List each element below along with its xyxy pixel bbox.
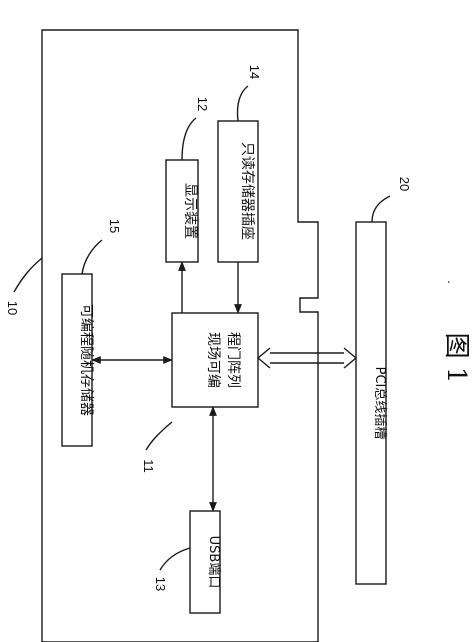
pci-label: PCI总线插槽 bbox=[372, 367, 387, 440]
ref-fpga: 11 bbox=[141, 459, 156, 473]
usb-label: USB端口 bbox=[206, 536, 221, 589]
leader-usb bbox=[159, 547, 191, 571]
rom-socket-label: 只读存储器插座 bbox=[239, 142, 256, 240]
ref-rom: 14 bbox=[247, 65, 262, 79]
ram-label: 可编程随机存储器 bbox=[78, 304, 94, 416]
ref-display: 12 bbox=[195, 97, 210, 111]
ref-usb: 13 bbox=[153, 577, 168, 591]
fpga-label-line1: 现场可编 bbox=[205, 332, 221, 388]
display-label: 显示装置 bbox=[182, 183, 198, 239]
usb-box bbox=[189, 510, 221, 614]
leader-pci bbox=[371, 195, 391, 223]
fpga-box bbox=[171, 312, 259, 408]
fpga-label-line2: 程门阵列 bbox=[225, 332, 241, 388]
ref-pci: 20 bbox=[397, 177, 412, 191]
ref-ram: 15 bbox=[107, 219, 122, 233]
ref-board: 10 bbox=[5, 301, 20, 315]
figure-caption: 图 1 bbox=[441, 333, 471, 384]
pci-slot-box bbox=[355, 221, 387, 585]
leader-display bbox=[181, 117, 197, 161]
caption-dot: . bbox=[445, 280, 460, 284]
leader-fpga bbox=[145, 421, 173, 451]
board-outline bbox=[41, 29, 319, 642]
leader-rom bbox=[236, 85, 249, 122]
bus-fpga-pci bbox=[256, 347, 358, 369]
leader-board bbox=[13, 257, 43, 293]
leader-ram bbox=[81, 239, 103, 275]
